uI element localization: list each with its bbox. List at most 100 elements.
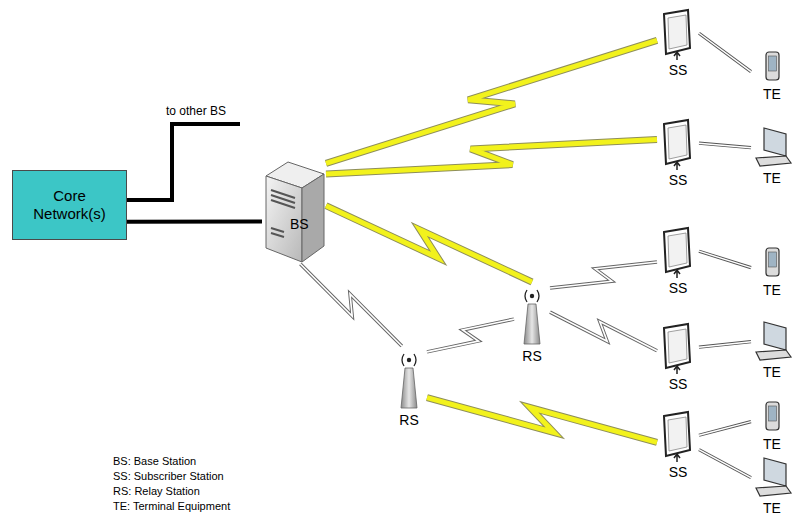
link-line (300, 264, 401, 346)
phone-node: TE (751, 246, 793, 300)
panel-face (668, 417, 687, 451)
link-core (300, 264, 401, 346)
laptop-screen (764, 458, 786, 486)
panel-face (668, 233, 687, 267)
laptop-base (756, 486, 791, 496)
panel-face (668, 125, 687, 159)
network-box: Core Network(s) (12, 170, 127, 240)
link-line (699, 342, 751, 348)
node-label: TE (751, 86, 793, 102)
panel-stand (674, 52, 680, 60)
cable-core (699, 422, 751, 436)
mast (401, 368, 417, 408)
node-label: TE (751, 500, 793, 516)
phone-screen (769, 56, 777, 71)
node-label: BS (290, 216, 326, 232)
panel-stand (674, 454, 680, 462)
node-label: SS (657, 280, 699, 296)
antenna-waves (525, 290, 539, 302)
wireless-link (326, 206, 532, 282)
link-core (550, 262, 657, 288)
node-label: SS (657, 172, 699, 188)
panel-face (668, 15, 687, 49)
ss-node: SS (657, 410, 699, 482)
link-outline (550, 262, 657, 288)
panel-frame (664, 120, 690, 164)
panel-frame (664, 10, 690, 54)
phone-body (766, 248, 779, 276)
laptop-base (756, 156, 791, 166)
laptop-screen (764, 128, 786, 156)
wireless-link (326, 140, 657, 174)
phone-body (766, 52, 779, 80)
rs-node: RS (514, 282, 550, 368)
ss-node: SS (657, 226, 699, 298)
panel-frame (664, 412, 690, 456)
node-label: SS (657, 376, 699, 392)
link-outline (550, 312, 657, 351)
node-label: TE (751, 364, 793, 380)
cable-outline (699, 422, 751, 436)
bolt-shadow (326, 140, 657, 174)
note-label: to other BS (166, 104, 226, 118)
rs-node: RS (391, 346, 427, 432)
cable-outline (699, 450, 751, 478)
phone-screen (769, 406, 777, 421)
node-label: RS (514, 348, 550, 364)
phone-node: TE (751, 50, 793, 104)
node-label: TE (751, 170, 793, 186)
uplink-wire (127, 124, 240, 200)
bolt-shadow (427, 398, 657, 443)
laptop-node: TE (751, 456, 793, 518)
cable-core (699, 342, 751, 348)
backhaul-link (127, 221, 262, 222)
phone-screen (769, 252, 777, 267)
cable-outline (699, 251, 751, 267)
node-label: SS (657, 62, 699, 78)
antenna-dot (407, 358, 411, 362)
cable-outline (699, 33, 751, 71)
laptop-screen (764, 322, 786, 350)
antenna-waves (402, 354, 416, 366)
key-line: RS: Relay Station (113, 485, 200, 497)
key-line: BS: Base Station (113, 455, 196, 467)
cable-core (699, 143, 751, 148)
cable-core (699, 450, 751, 478)
link-line (699, 251, 751, 267)
backhaul-wire (127, 220, 262, 224)
link-line (699, 143, 751, 148)
link-line (699, 450, 751, 478)
node-label: RS (391, 412, 427, 428)
panel-frame (664, 228, 690, 272)
node-label: TE (751, 436, 793, 452)
ss-node: SS (657, 118, 699, 190)
bs-node: BS (262, 158, 326, 264)
link-line (550, 312, 657, 351)
laptop-base (756, 350, 791, 360)
ss-node: SS (657, 8, 699, 80)
link-line (699, 422, 751, 436)
cable-outline (699, 143, 751, 148)
link-line (427, 319, 514, 352)
link-line (550, 262, 657, 288)
node-label: TE (751, 282, 793, 298)
phone-body (766, 402, 779, 430)
antenna-dot (530, 294, 534, 298)
node-label: SS (657, 464, 699, 480)
laptop-node: TE (751, 126, 793, 188)
laptop-node: TE (751, 320, 793, 382)
panel-stand (674, 270, 680, 278)
key-line: TE: Terminal Equipment (113, 500, 230, 512)
cable-core (699, 251, 751, 267)
cable-core (699, 33, 751, 71)
wireless-link (427, 398, 657, 443)
bolt-shadow (326, 206, 532, 282)
mast (524, 304, 540, 344)
phone-node: TE (751, 400, 793, 454)
link-core (550, 312, 657, 351)
panel-stand (674, 162, 680, 170)
panel-stand (674, 366, 680, 374)
link-outline (300, 264, 401, 346)
bs-icon (262, 158, 326, 264)
